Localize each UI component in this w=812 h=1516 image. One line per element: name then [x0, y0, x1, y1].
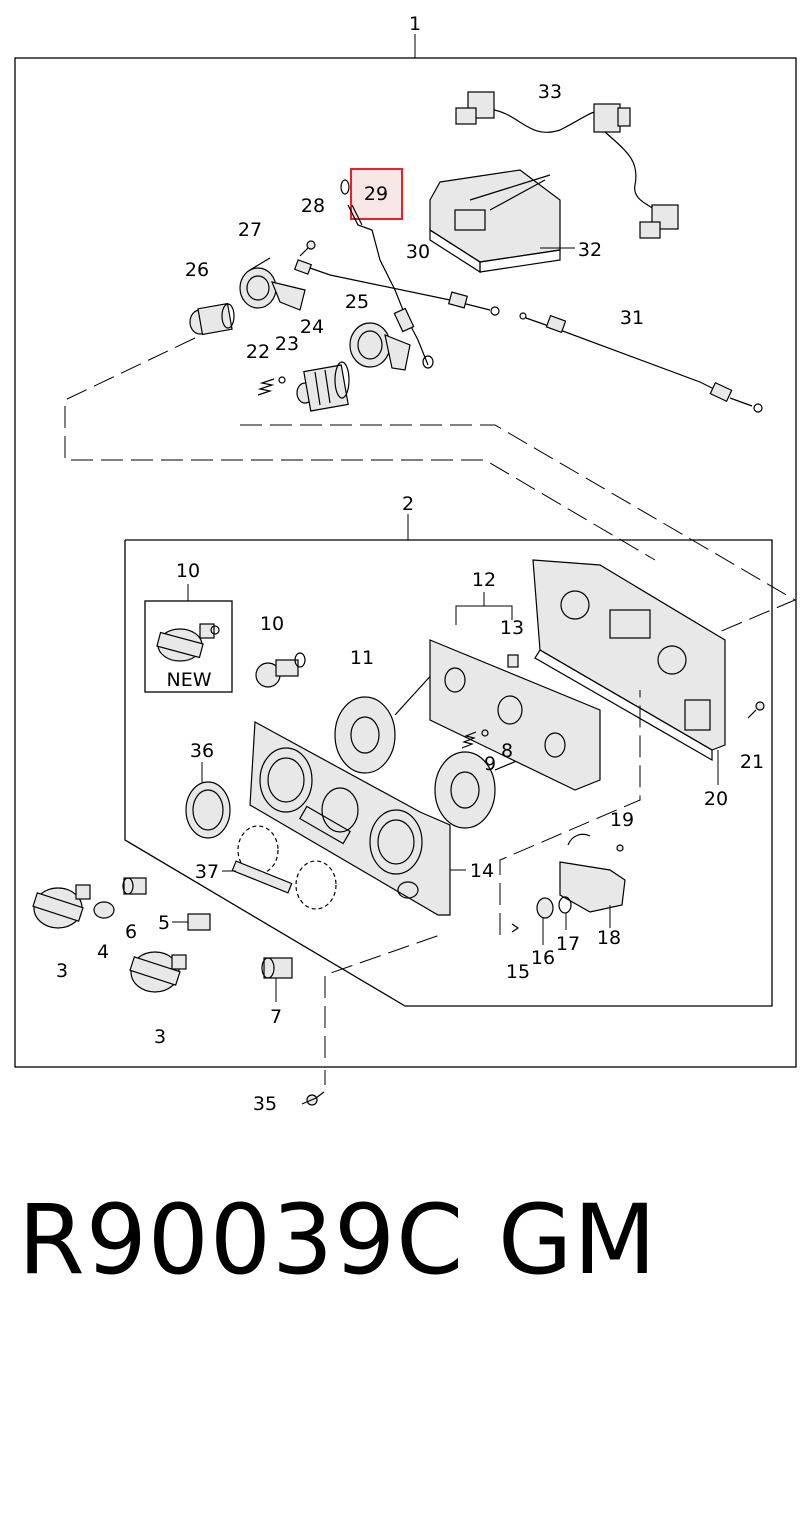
part-22-spring: [257, 378, 275, 396]
part-10-knob: [255, 652, 306, 688]
label-4: 4: [97, 941, 109, 963]
label-12: 12: [472, 569, 496, 591]
part-7-switch: [261, 957, 293, 1002]
part-25-bracket: [349, 322, 411, 371]
part-35-screw: [301, 1091, 325, 1106]
part-13-clip: [507, 654, 519, 668]
panel-graphic-plate: [237, 825, 337, 910]
label-22: 22: [246, 341, 270, 363]
new-tag: NEW: [166, 669, 211, 691]
part-18-blower-switch: [559, 833, 626, 928]
part-12-plate: [429, 592, 601, 791]
assembly-1-frame: [14, 57, 797, 1068]
label-20: 20: [704, 788, 728, 810]
part-3-knob-left: [32, 884, 91, 929]
label-9: 9: [484, 753, 496, 775]
label-36: 36: [190, 740, 214, 762]
label-24: 24: [300, 316, 324, 338]
label-27: 27: [238, 219, 262, 241]
label-25: 25: [345, 291, 369, 313]
label-11: 11: [350, 647, 374, 669]
brand-name: GM: [498, 1184, 658, 1296]
part-5-socket: [187, 913, 211, 931]
label-28: 28: [301, 195, 325, 217]
assembly-2-frame: [124, 539, 773, 1007]
label-35: 35: [253, 1093, 277, 1115]
label-33: 33: [538, 81, 562, 103]
label-32: 32: [578, 239, 602, 261]
part-3-knob-right: [129, 951, 187, 993]
label-16: 16: [531, 947, 555, 969]
label-17: 17: [556, 933, 580, 955]
label-14: 14: [470, 860, 494, 882]
label-10-new: 10: [176, 560, 200, 582]
part-10-new-knob: [156, 623, 220, 662]
part-31-cable: [519, 312, 763, 413]
label-2: 2: [402, 493, 414, 515]
label-5: 5: [158, 912, 170, 934]
part-30-cable: [293, 259, 500, 316]
label-7: 7: [270, 1006, 282, 1028]
footer: R90039C GM: [0, 1180, 812, 1300]
part-11-dial: [334, 659, 556, 829]
part-17-ring: [558, 896, 572, 930]
label-13: 13: [500, 617, 524, 639]
part-19-screw: [616, 844, 624, 852]
part-6-holder: [122, 877, 147, 895]
part-33-harness: [455, 91, 679, 239]
part-16-bulb: [536, 897, 554, 945]
label-15: 15: [506, 961, 530, 983]
label-18: 18: [597, 927, 621, 949]
part-37-lever: [222, 860, 293, 894]
label-30: 30: [406, 241, 430, 263]
part-29-highlight: [350, 168, 403, 220]
part-28-screw: [299, 240, 316, 257]
label-3-left: 3: [56, 960, 68, 982]
part-20-housing: [532, 559, 726, 785]
label-10: 10: [260, 613, 284, 635]
part-14-bezel: [249, 721, 466, 916]
part-21-screw: [747, 701, 765, 719]
part-26-shaft: [189, 302, 235, 336]
part-number: R90039C: [18, 1184, 465, 1296]
label-8: 8: [501, 740, 513, 762]
exploded-parts-diagram: 1 33 29 28 27 32 30 26 25 31 24 23 22 2 …: [14, 13, 797, 1115]
label-3-right: 3: [154, 1026, 166, 1048]
part-27-bracket: [239, 257, 306, 311]
part-8-ball: [481, 729, 489, 737]
part-15-clip: [511, 923, 520, 933]
part-24-barrel: [296, 361, 350, 412]
part-23-ball: [278, 376, 286, 384]
part-4-cap: [93, 901, 115, 919]
label-23: 23: [275, 333, 299, 355]
label-29: 29: [364, 183, 388, 205]
label-37: 37: [195, 861, 219, 883]
label-19: 19: [610, 809, 634, 831]
part-36-ring: [185, 762, 231, 839]
label-26: 26: [185, 259, 209, 281]
label-21: 21: [740, 751, 764, 773]
label-6: 6: [125, 921, 137, 943]
label-31: 31: [620, 307, 644, 329]
part-9-spring: [461, 731, 477, 749]
part-29-cable: [340, 179, 434, 369]
part-32-control-unit: [429, 169, 575, 274]
label-1: 1: [409, 13, 421, 35]
